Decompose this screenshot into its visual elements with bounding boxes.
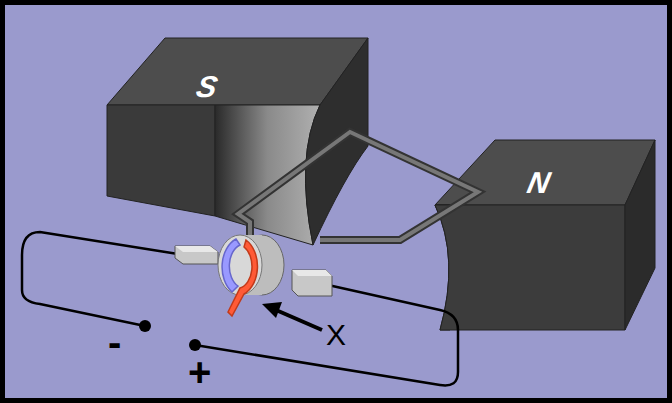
leader-line	[276, 310, 322, 330]
magnet-block: N	[430, 138, 662, 334]
pole-face	[215, 105, 320, 245]
magnet-front	[435, 205, 625, 330]
brush	[175, 246, 218, 264]
magnet-front	[107, 105, 215, 216]
brush	[292, 270, 332, 296]
commutator-segment-blue	[222, 239, 240, 292]
callout-letter: X	[326, 318, 346, 352]
arrow-head	[262, 302, 282, 318]
terminal-dot	[189, 339, 201, 351]
brush-top	[292, 270, 332, 276]
polarity-sign: +	[188, 350, 211, 395]
terminal-dot	[139, 320, 151, 332]
commutator-segment-red	[228, 240, 257, 316]
brush-top	[175, 246, 218, 252]
circuit-wire	[22, 232, 178, 326]
polarity-sign: -	[108, 320, 121, 365]
magnet-side	[625, 140, 655, 330]
